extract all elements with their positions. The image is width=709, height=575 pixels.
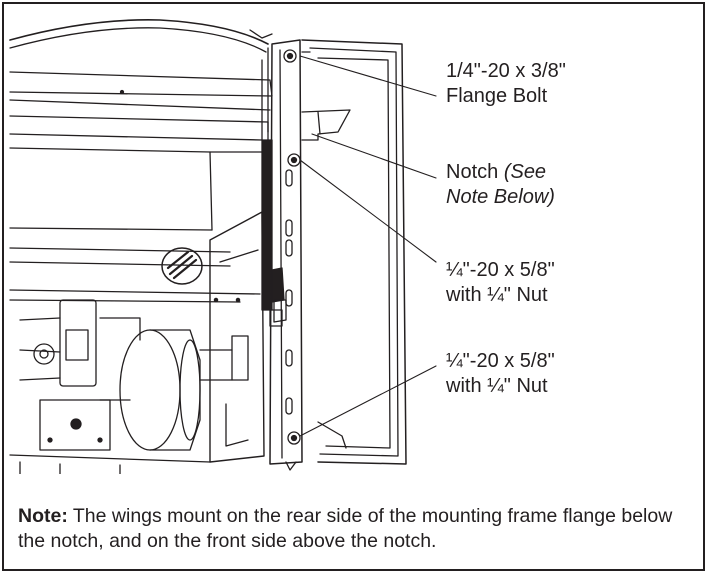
lower-screw-size: ¼"-20 x 5/8": [446, 350, 555, 372]
note-label: Note:: [18, 505, 68, 527]
upper-screw-callout: ¼"-20 x 5/8" with ¼" Nut: [446, 258, 555, 308]
upper-screw-size: ¼"-20 x 5/8": [446, 259, 555, 281]
notch-label-line1: Notch (See: [446, 161, 547, 183]
notch-callout: Notch (See Note Below): [446, 160, 555, 210]
lower-screw-callout: ¼"-20 x 5/8" with ¼" Nut: [446, 349, 555, 399]
lower-screw-nut: with ¼" Nut: [446, 375, 548, 397]
mounting-note: Note: The wings mount on the rear side o…: [18, 504, 698, 554]
flange-bolt-size: 1/4"-20 x 3/8": [446, 60, 566, 82]
upper-screw-nut: with ¼" Nut: [446, 284, 548, 306]
flange-bolt-label: Flange Bolt: [446, 85, 548, 107]
flange-bolt-callout: 1/4"-20 x 3/8" Flange Bolt: [446, 59, 566, 109]
note-text: The wings mount on the rear side of the …: [18, 505, 673, 552]
notch-label-line2: Note Below): [446, 186, 555, 208]
